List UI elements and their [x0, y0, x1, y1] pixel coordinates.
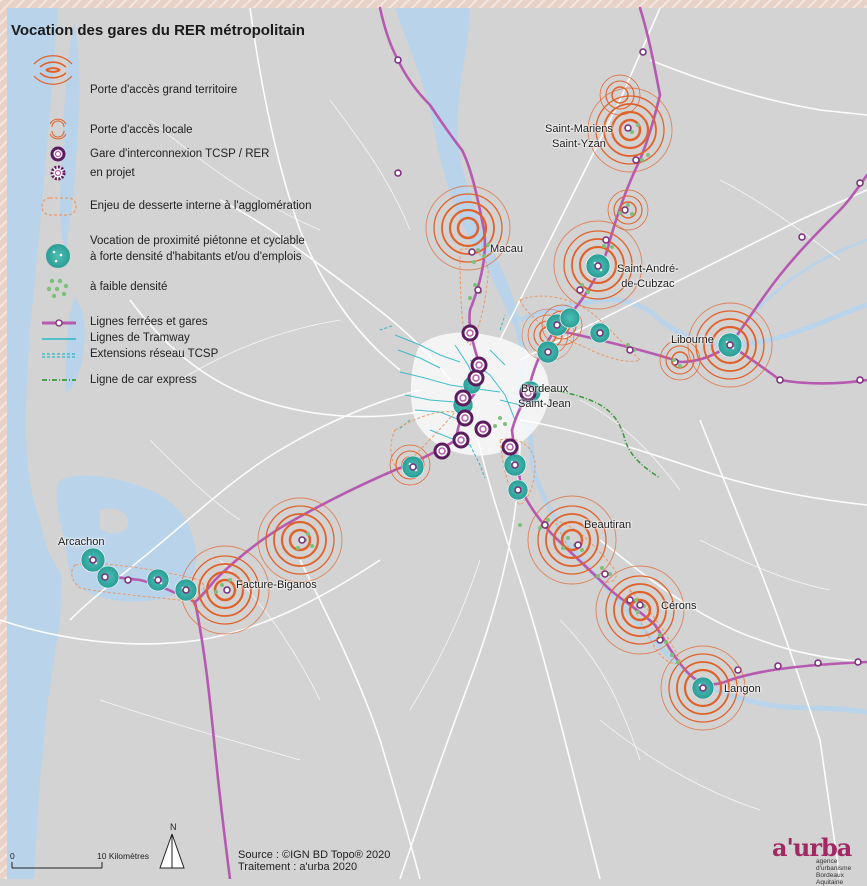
dordogne — [519, 297, 867, 348]
minor-roads — [99, 99, 841, 811]
aurba-logo-subtitle: agence d'urbanisme Bordeaux Aquitaine — [816, 858, 852, 886]
scale-end-label: 10 Kilomètres — [97, 851, 149, 861]
place-label-libourne: Libourne — [671, 334, 714, 346]
small-stations — [394, 48, 864, 674]
legend-label: à faible densité — [90, 281, 168, 293]
lac-hourtin — [59, 22, 80, 250]
legend-gare-projet — [50, 165, 66, 181]
legend-porte-locale — [49, 118, 67, 140]
legend-label: Lignes de Tramway — [90, 332, 190, 344]
legend-proximite-forte — [46, 244, 70, 268]
interconnection-inner — [438, 329, 532, 455]
legend-label: à forte densité d'habitants et/ou d'empl… — [90, 251, 302, 263]
map-title: Vocation des gares du RER métropolitain — [11, 22, 305, 39]
proximity-low — [214, 123, 682, 664]
scale-start-label: 0 — [10, 851, 15, 861]
legend-label: Extensions réseau TCSP — [90, 348, 219, 360]
roads — [0, 7, 867, 879]
place-label-saint-andre: Saint-André- de-Cubzac — [617, 263, 679, 290]
place-label-cerons: Cérons — [661, 600, 697, 612]
bassin-island — [100, 508, 129, 534]
interconnection-stations — [433, 324, 537, 460]
place-label-beautiran: Beautiran — [584, 519, 632, 531]
legend-label: Porte d'accès grand territoire — [90, 84, 238, 96]
place-label-langon: Langon — [724, 683, 761, 695]
legend-porte-grand — [33, 55, 73, 85]
legend-proximite-faible — [46, 278, 69, 299]
car-express — [519, 387, 661, 479]
place-label-saint-mariens: Saint-Mariens Saint-Yzan — [545, 123, 613, 150]
legend-label: Gare d'interconnexion TCSP / RER — [90, 148, 270, 160]
legend-label: Vocation de proximité piétonne et cyclab… — [90, 235, 305, 247]
legend-label: Ligne de car express — [90, 374, 197, 386]
legend-symbols — [33, 55, 77, 381]
legend-enjeu — [41, 197, 77, 216]
source-note: Source : ©IGN BD Topo® 2020 Traitement :… — [238, 849, 391, 873]
legend-label: Lignes ferrées et gares — [90, 316, 208, 328]
network-stations — [89, 124, 734, 692]
legend-label: en projet — [90, 167, 135, 179]
legend-gare-interco — [50, 146, 66, 162]
place-label-facture-biganos: Facture-Biganos — [236, 579, 317, 591]
legend-label: Porte d'accès locale — [90, 124, 193, 136]
place-label-bordeaux: Bordeaux Saint-Jean — [518, 383, 571, 410]
place-label-macau: Macau — [490, 243, 524, 255]
ocean — [7, 8, 62, 879]
legend-tcsp — [42, 353, 76, 358]
legend-ferre — [42, 319, 76, 327]
legend-label: Enjeu de desserte interne à l'agglomérat… — [90, 200, 312, 212]
aurba-logo: a'urba — [772, 833, 852, 862]
place-label-arcachon: Arcachon — [58, 536, 105, 548]
scale-bar — [11, 862, 103, 869]
north-label: N — [170, 822, 177, 832]
